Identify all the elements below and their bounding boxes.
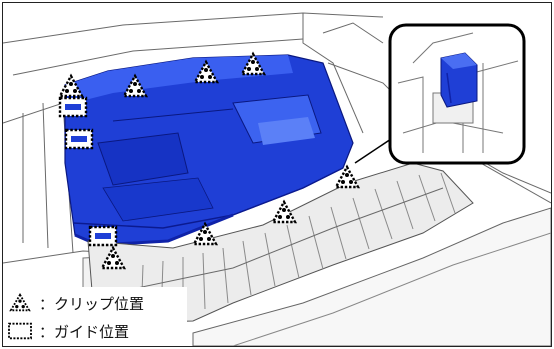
clip-detail-inset: [388, 23, 526, 165]
deck-cover: [64, 54, 354, 247]
dotted-triangle-icon: [9, 292, 31, 312]
trunk-illustration: [3, 12, 551, 346]
legend-guide-label: ：ガイド位置: [39, 322, 130, 341]
rear-bumper: [192, 207, 551, 346]
legend-row-clip: ：クリップ位置: [5, 290, 144, 316]
dotted-rectangle-icon: [8, 322, 32, 340]
guide-marker: [58, 96, 88, 118]
legend-row-guide: ：ガイド位置: [5, 318, 129, 344]
guide-marker: [88, 225, 118, 247]
legend: ：クリップ位置 ：ガイド位置: [5, 287, 187, 346]
guide-marker: [64, 128, 94, 150]
legend-clip-label: ：クリップ位置: [39, 294, 145, 313]
